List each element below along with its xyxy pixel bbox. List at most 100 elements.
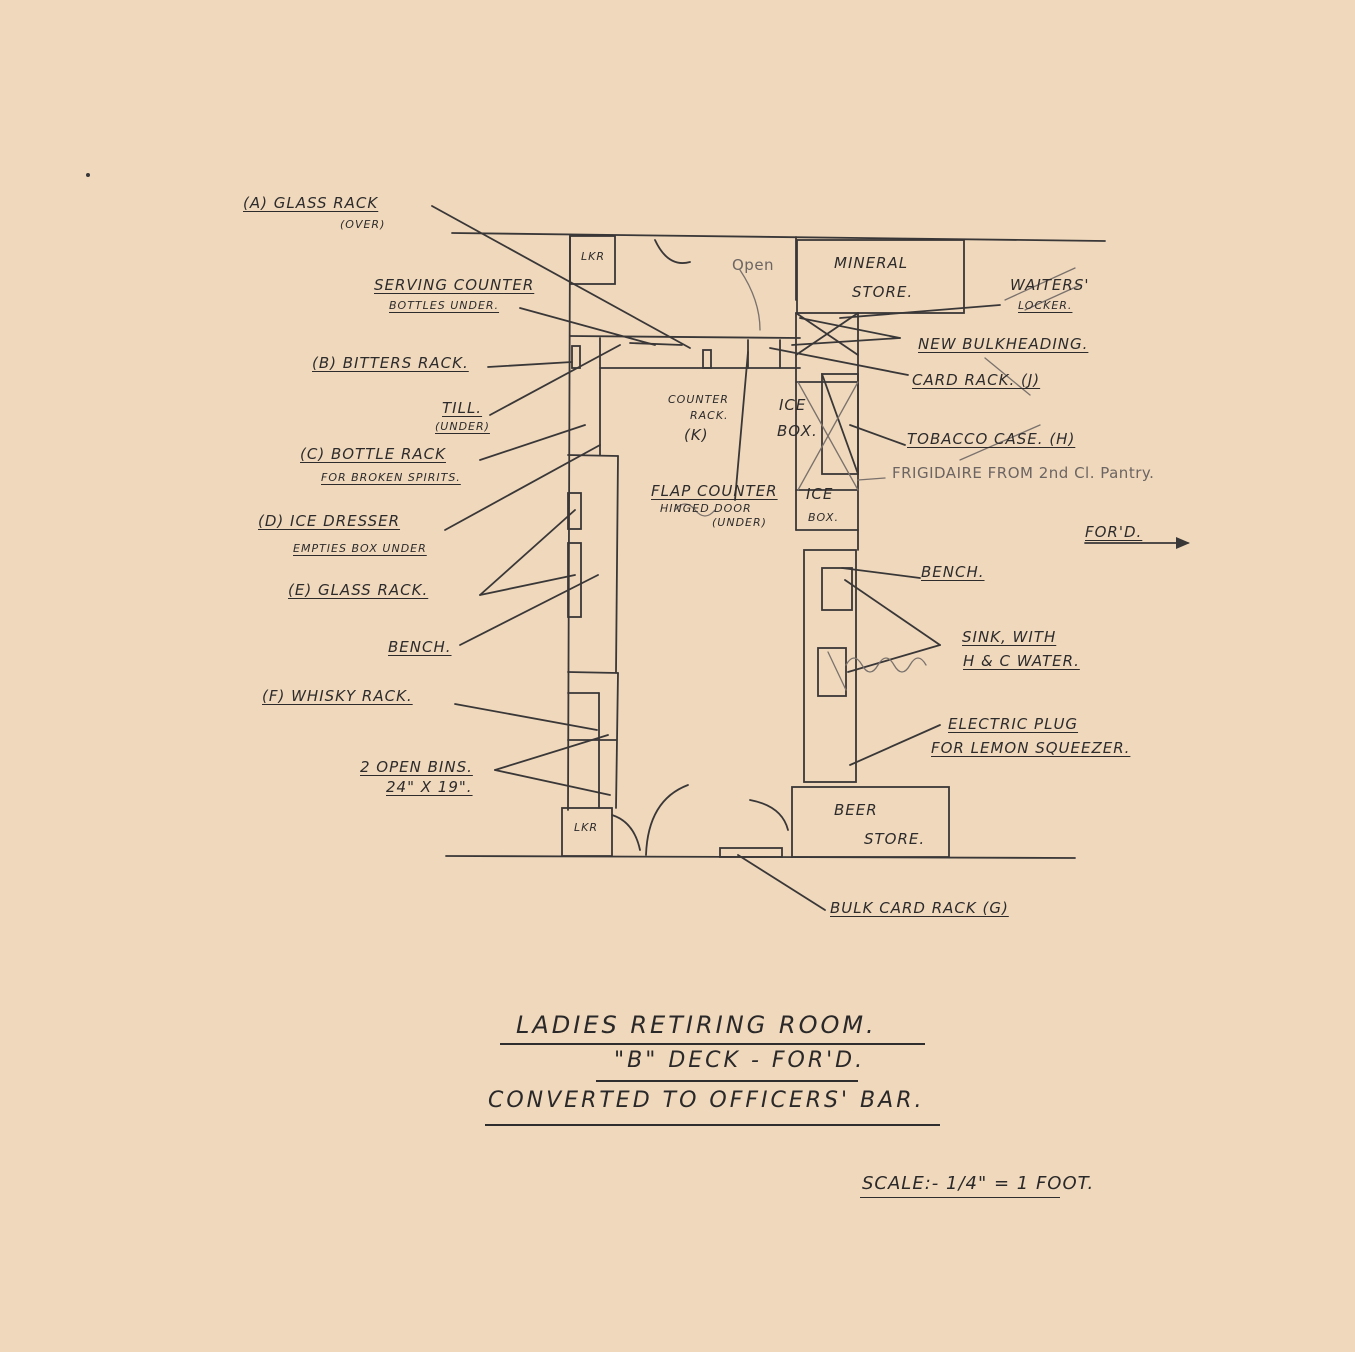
leader-a	[431, 205, 691, 349]
title-line-3-underline	[485, 1124, 940, 1126]
scale-label: Scale:- 1/4" = 1 Foot.	[862, 1173, 1095, 1194]
pencil-strike-tobacco	[959, 424, 1041, 461]
label-counter-rack: Counter	[668, 393, 729, 406]
pencil-frig-leader	[857, 477, 886, 481]
top-bulkhead-line	[451, 232, 1106, 242]
label-f-whisky-rack: (F) Whisky Rack.	[262, 687, 413, 705]
label-lemon-squeezer: for Lemon Squeezer.	[931, 739, 1131, 757]
door-arc-bottom-right	[749, 799, 789, 831]
leader-card	[769, 347, 909, 376]
title-line-1-underline	[500, 1043, 925, 1045]
ink-spot	[86, 173, 90, 177]
label-counter-rack-2: Rack.	[690, 409, 729, 422]
pencil-sink-hatch	[827, 651, 847, 691]
pencil-strike-card	[984, 357, 1031, 396]
label-ford-arrow: For'd.	[1085, 523, 1143, 541]
label-b-bitters-rack: (B) Bitters Rack.	[312, 354, 469, 372]
sink-1	[821, 567, 853, 611]
label-c-bottle-rack: (C) Bottle Rack	[300, 445, 446, 463]
label-mineral: Mineral	[834, 254, 909, 272]
label-sink-water: H & C Water.	[963, 652, 1080, 670]
label-bulk-card-rack: Bulk card Rack (G)	[830, 899, 1009, 917]
label-e-glass-rack: (E) Glass Rack.	[288, 581, 429, 599]
leader-b	[487, 361, 573, 368]
glass-rack-mark	[629, 342, 683, 346]
leader-tobacco	[849, 424, 906, 446]
left-comp-inner-2	[615, 672, 619, 809]
beer-store-box	[791, 786, 950, 858]
leader-serving	[519, 307, 656, 346]
bitters-rack-box	[571, 345, 581, 369]
label-counter-rack-k: (K)	[684, 426, 709, 444]
ford-arrow-head	[1176, 537, 1190, 549]
label-ice-box-1b: Box.	[777, 422, 818, 440]
locker-top	[569, 235, 616, 285]
leader-till	[489, 344, 621, 416]
label-ice-box-2: Ice	[806, 485, 834, 503]
pencil-squiggle-flap	[674, 503, 716, 517]
title-line-2: "B" Deck - For'd.	[614, 1048, 866, 1073]
leader-plug	[849, 724, 941, 766]
label-waiters-locker-1: Waiters'	[1010, 276, 1090, 294]
leader-bench-left	[459, 574, 599, 646]
door-arc-top	[654, 239, 691, 264]
label-open-note: Open	[732, 256, 775, 274]
label-a-over: (over)	[340, 218, 386, 231]
label-waiters-locker-2: Locker.	[1018, 299, 1073, 312]
door-swing-bottom	[645, 784, 689, 856]
label-till-under: (under)	[435, 420, 490, 433]
label-bench-right: Bench.	[921, 563, 985, 581]
leader-bins-1	[494, 734, 609, 771]
glass-rack-e2	[567, 542, 582, 618]
left-wall	[567, 235, 571, 811]
label-open-bins-size: 24" x 19".	[386, 778, 473, 796]
bulk-card-rack-box	[719, 847, 783, 858]
label-locker-top: Lkr	[581, 250, 605, 263]
label-beer-store: Store.	[864, 830, 926, 848]
left-comp-2	[567, 671, 619, 674]
leader-f	[454, 703, 598, 731]
label-beer: Beer	[834, 801, 878, 819]
label-hinged-door: Hinged Door	[660, 502, 752, 515]
label-till: Till.	[442, 399, 483, 417]
counter-rack-box	[702, 349, 712, 369]
label-electric-plug: Electric Plug	[948, 715, 1079, 733]
label-bench-left: Bench.	[388, 638, 452, 656]
label-frigidaire: FRIGIDAIRE FROM 2nd Cl. Pantry.	[892, 464, 1155, 482]
left-comp-inner	[615, 455, 619, 673]
tobacco-diag-1	[821, 373, 859, 475]
label-hinged-door-under: (under)	[712, 516, 767, 529]
leader-bench-right	[841, 567, 921, 579]
sink-2	[817, 647, 847, 697]
scale-underline	[860, 1197, 1060, 1198]
mineral-store-box	[796, 239, 965, 314]
pencil-strike-waiters	[1004, 267, 1076, 301]
label-ice-box-2b: Box.	[808, 511, 839, 524]
label-ice-box-1: Ice	[779, 396, 807, 414]
pencil-open-mark	[739, 269, 761, 331]
leader-c	[479, 424, 586, 461]
serving-counter-line	[569, 335, 801, 339]
pencil-squiggle	[845, 657, 927, 673]
leader-bulkhead	[799, 317, 901, 339]
title-line-3: Converted to Officers' Bar.	[488, 1088, 925, 1113]
pencil-frig-diag-2	[797, 381, 859, 491]
left-comp-1	[567, 454, 619, 457]
locker-bottom	[561, 807, 613, 857]
label-broken-spirits: for Broken Spirits.	[321, 471, 461, 484]
waiters-locker-diag-2	[795, 312, 859, 356]
leader-flap	[734, 351, 749, 501]
door-arc-bottom-left	[611, 814, 641, 851]
leader-bulk	[737, 854, 826, 911]
label-empties-box: Empties Box under	[293, 542, 427, 555]
leader-e1	[479, 509, 576, 596]
label-card-rack: Card Rack. (J)	[912, 371, 1041, 389]
leader-sink-1	[844, 579, 941, 646]
label-flap-counter: Flap Counter	[651, 482, 778, 500]
leader-d	[444, 444, 601, 531]
label-new-bulkheading: New Bulkheading.	[918, 335, 1089, 353]
label-open-bins: 2 Open Bins.	[360, 758, 473, 776]
right-bench-box	[803, 549, 857, 783]
